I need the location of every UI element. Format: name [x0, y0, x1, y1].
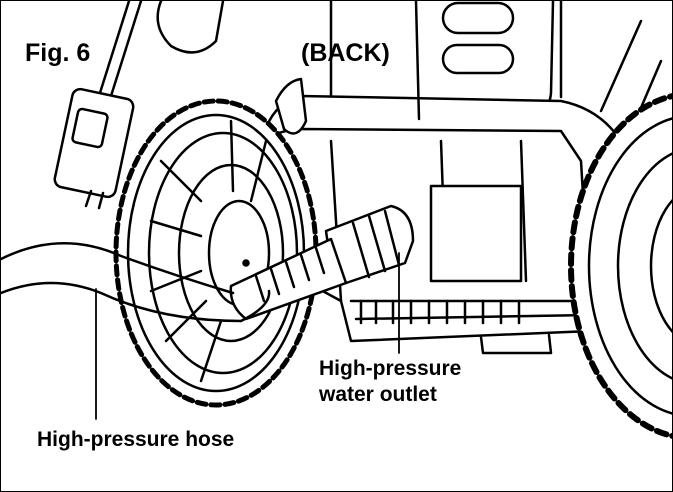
- right-wheel: [568, 93, 672, 439]
- outlet-callout-line2: water outlet: [319, 383, 437, 406]
- vent-slots: [359, 299, 521, 325]
- outlet-callout-line1: High-pressure: [319, 357, 462, 380]
- left-wheel: [113, 98, 319, 408]
- leader-lines: [95, 252, 400, 420]
- outlet-fitting: [229, 204, 415, 321]
- view-label: (BACK): [301, 39, 390, 67]
- power-cord: [53, 1, 225, 210]
- hose-callout: High-pressure hose: [37, 428, 235, 451]
- high-pressure-hose: [1, 242, 271, 323]
- figure-label: Fig. 6: [25, 39, 91, 67]
- outlet-callout: High-pressure water outlet: [319, 356, 461, 408]
